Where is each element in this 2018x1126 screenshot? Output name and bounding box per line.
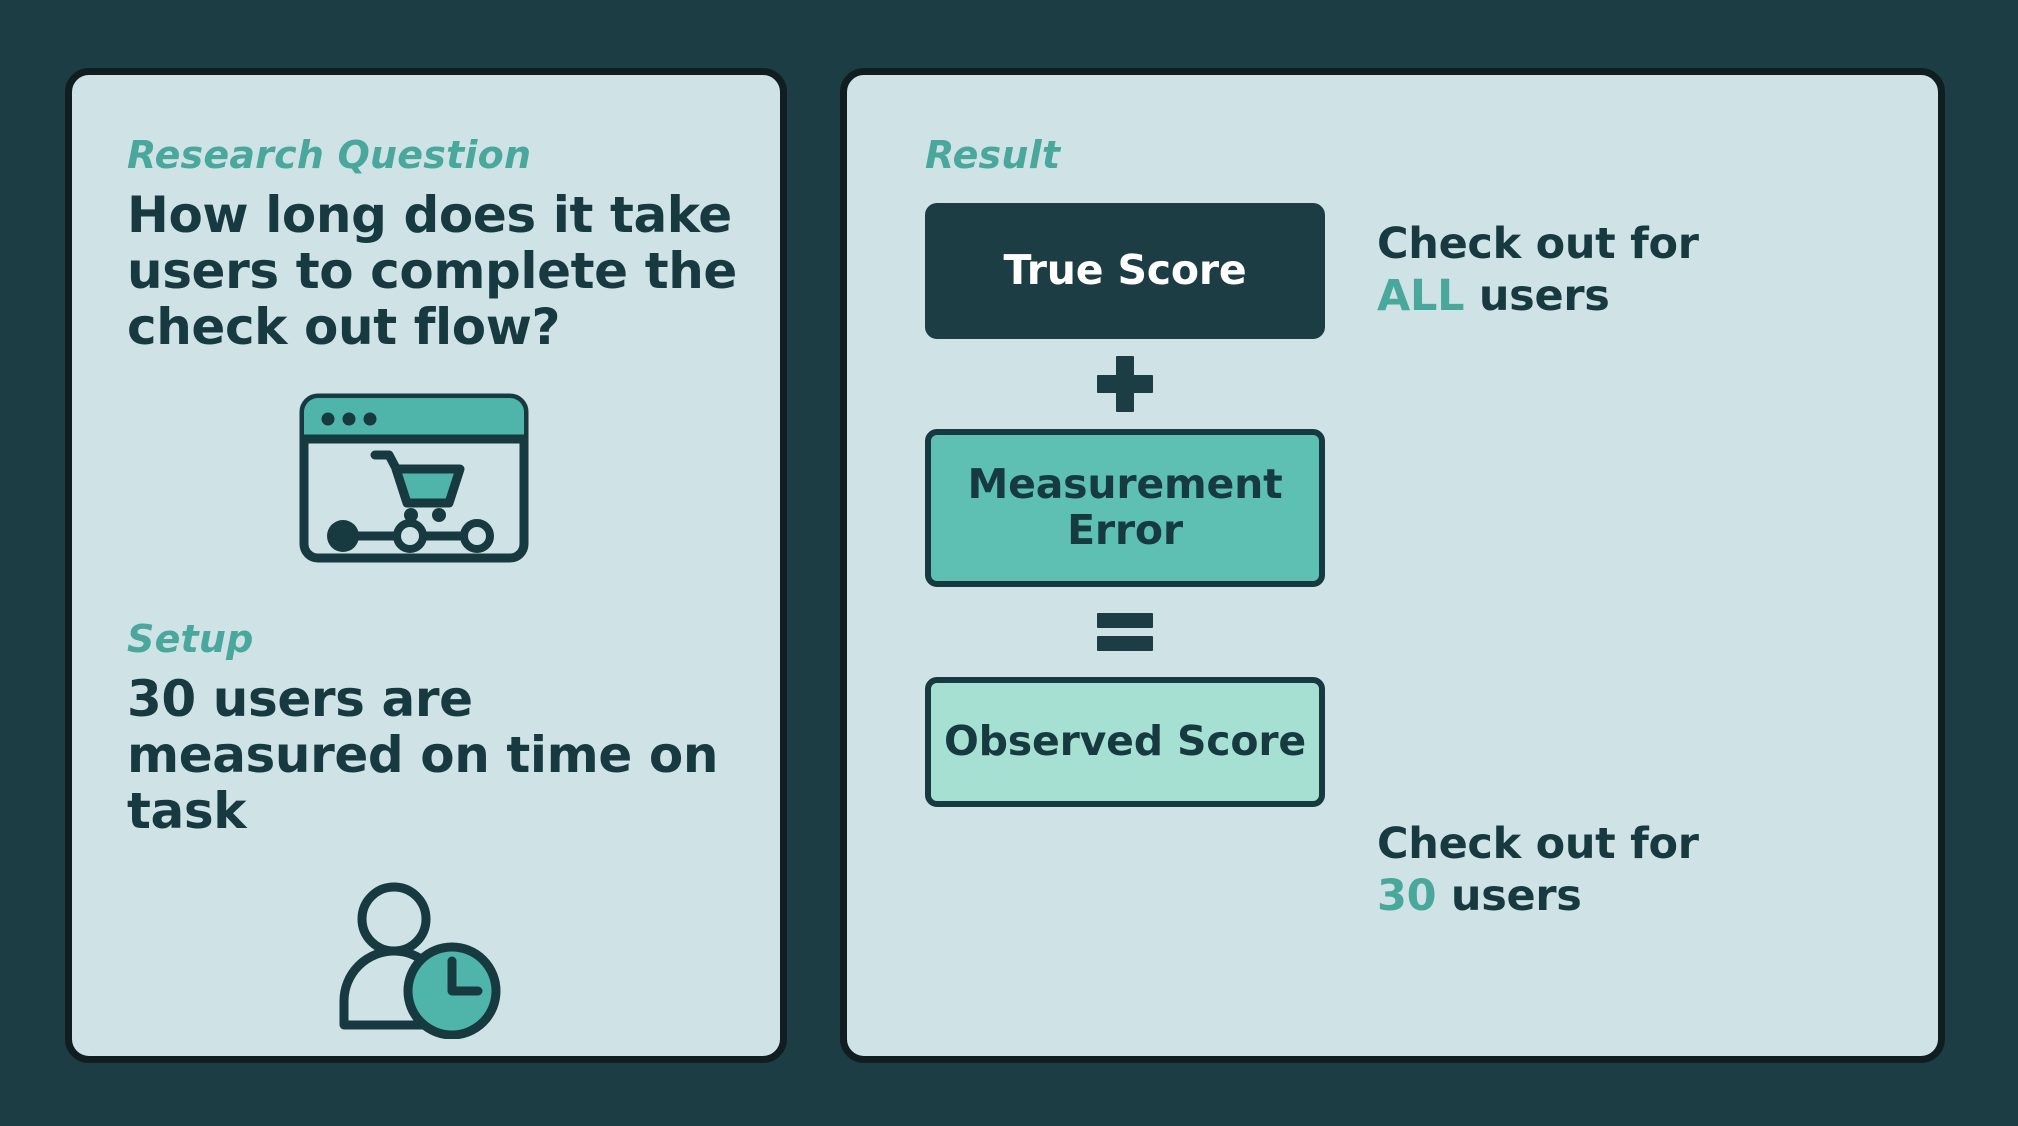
plus-operator-row	[925, 339, 1325, 429]
setup-text: 30 users are measured on time on task	[127, 670, 719, 840]
equals-operator-row	[925, 587, 1325, 677]
observed-score-annotation: Check out for 30 users	[1377, 819, 1699, 922]
left-card-content: Research Question How long does it take …	[127, 133, 740, 1039]
setup-eyebrow: Setup	[127, 617, 254, 661]
equals-icon	[1097, 611, 1153, 653]
true-score-annotation-highlight: ALL	[1377, 270, 1465, 321]
person-icon-container	[127, 879, 740, 1039]
observed-score-annotation-suffix: users	[1436, 870, 1582, 921]
result-eyebrow: Result	[925, 133, 1061, 177]
observed-score-box: Observed Score	[925, 677, 1325, 807]
browser-icon-container	[127, 393, 740, 563]
observed-score-row: Observed Score	[925, 677, 1888, 807]
measurement-error-row: Measurement Error	[925, 429, 1888, 587]
true-score-annotation-suffix: users	[1464, 270, 1610, 321]
result-card: Result True Score Measurement Error Obse…	[840, 68, 1945, 1063]
research-question-eyebrow: Research Question	[127, 133, 532, 177]
research-setup-card: Research Question How long does it take …	[65, 68, 787, 1063]
setup-block: Setup 30 users are measured on time on t…	[127, 617, 740, 839]
true-score-annotation: Check out for ALL users	[1377, 219, 1699, 322]
true-score-box: True Score	[925, 203, 1325, 339]
observed-score-annotation-line1: Check out for	[1377, 819, 1699, 869]
plus-icon	[1097, 356, 1153, 412]
true-score-annotation-line1: Check out for	[1377, 219, 1699, 269]
true-score-row: True Score	[925, 203, 1888, 339]
right-card-content: Result True Score Measurement Error Obse…	[925, 133, 1888, 1016]
observed-score-annotation-highlight: 30	[1377, 870, 1437, 921]
browser-checkout-cart-icon	[299, 393, 528, 563]
score-equation: True Score Measurement Error Observed Sc…	[925, 203, 1888, 921]
research-question-text: How long does it take users to complete …	[127, 186, 737, 356]
user-time-on-task-icon	[339, 882, 501, 1039]
measurement-error-box: Measurement Error	[925, 429, 1325, 587]
